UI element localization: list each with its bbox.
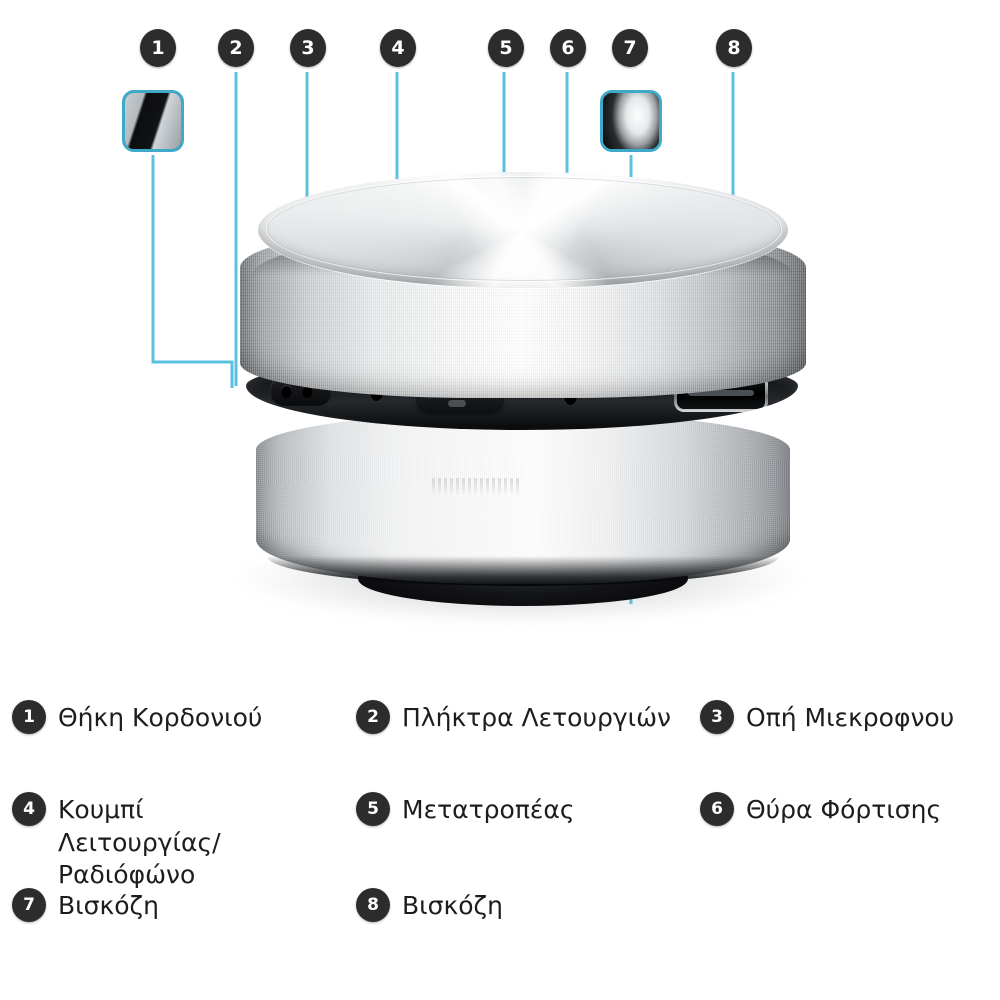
legend-badge-6: 6 xyxy=(700,792,734,826)
lanyard-hole-left xyxy=(281,385,292,398)
legend-label-1: Θήκη Κορδονιού xyxy=(58,703,263,732)
callout-badge-8[interactable]: 8 xyxy=(716,29,752,67)
callout-badge-3[interactable]: 3 xyxy=(290,29,326,67)
legend-item-7[interactable]: 7 Βισκόζη xyxy=(12,888,342,923)
callout-badge-2[interactable]: 2 xyxy=(218,29,254,67)
legend-item-3[interactable]: 3 Οπή Μιεκροφνου xyxy=(700,700,1000,735)
skirt-texture xyxy=(256,412,790,584)
lanyard-hole-right xyxy=(302,385,313,398)
legend-badge-2: 2 xyxy=(356,700,390,734)
callout-badge-7[interactable]: 7 xyxy=(612,29,648,67)
callout-badge-4[interactable]: 4 xyxy=(380,29,416,67)
product-illustration xyxy=(180,160,860,640)
conduction-pad-closeup-inset xyxy=(600,90,662,152)
legend-item-5[interactable]: 5 Μετατροπέας xyxy=(356,792,686,827)
callout-badge-5[interactable]: 5 xyxy=(488,29,524,67)
legend-item-8[interactable]: 8 Βισκόζη xyxy=(356,888,686,923)
top-disc-rim xyxy=(266,176,782,282)
silver-skirt xyxy=(256,412,790,586)
legend-badge-1: 1 xyxy=(12,700,46,734)
legend-label-8: Βισκόζη xyxy=(402,891,503,920)
legend-item-1[interactable]: 1 Θήκη Κορδονιού xyxy=(12,700,342,735)
legend-badge-5: 5 xyxy=(356,792,390,826)
callout-badge-1[interactable]: 1 xyxy=(140,29,176,67)
legend-badge-8: 8 xyxy=(356,888,390,922)
legend-label-5: Μετατροπέας xyxy=(402,795,575,824)
legend-label-6: Θύρα Φόρτισης xyxy=(746,795,942,824)
legend-badge-4: 4 xyxy=(12,792,46,826)
legend-label-2: Πλήκτρα Λετουργιών xyxy=(402,703,671,732)
legend-badge-3: 3 xyxy=(700,700,734,734)
callout-badge-6[interactable]: 6 xyxy=(550,29,586,67)
legend-label-7: Βισκόζη xyxy=(58,891,159,920)
legend-label-3: Οπή Μιεκροφνου xyxy=(746,703,955,732)
legend-item-4[interactable]: 4 Κουμπί Λειτουργίας/ Ραδιόφώνο xyxy=(12,792,342,892)
embossed-brand-logo xyxy=(432,478,522,494)
legend-item-6[interactable]: 6 Θύρα Φόρτισης xyxy=(700,792,1000,827)
legend-badge-7: 7 xyxy=(12,888,46,922)
legend-item-2[interactable]: 2 Πλήκτρα Λετουργιών xyxy=(356,700,686,735)
lanyard-slot-closeup-inset xyxy=(122,90,184,152)
legend-label-4: Κουμπί Λειτουργίας/ Ραδιόφώνο xyxy=(58,795,221,889)
legend: 1 Θήκη Κορδονιού 2 Πλήκτρα Λετουργιών 3 Οπή Μ… xyxy=(0,686,1000,946)
